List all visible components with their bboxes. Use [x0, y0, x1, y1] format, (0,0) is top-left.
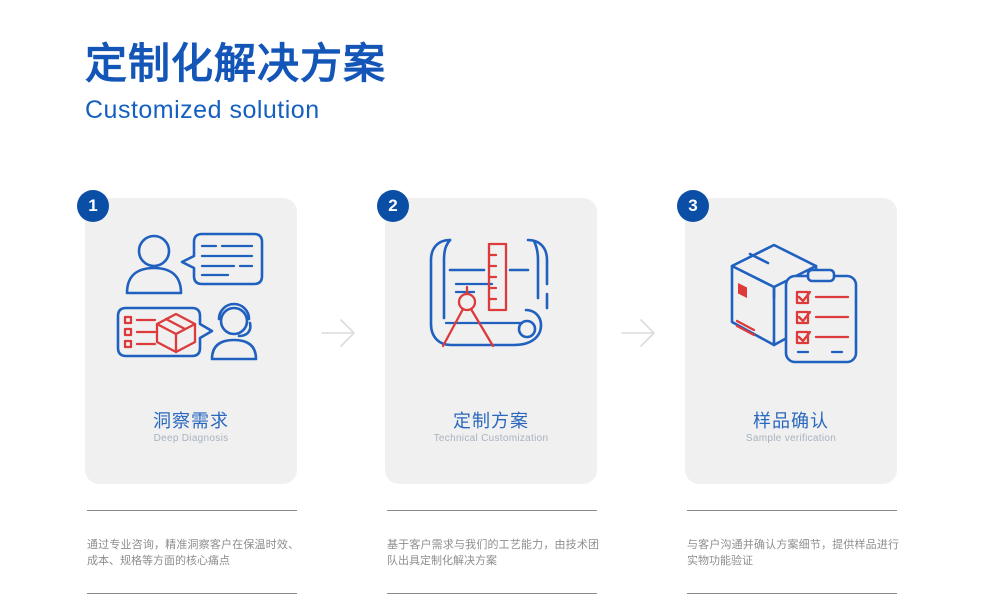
page-title: 定制化解决方案 — [85, 40, 387, 87]
divider-line — [687, 510, 897, 511]
step-subtitle-en: Sample verification — [745, 433, 837, 444]
step-column-1: 1 — [77, 0, 299, 613]
divider-line — [687, 593, 897, 594]
step-subtitle-en: Technical Customization — [433, 433, 549, 444]
package-checklist-icon — [710, 226, 872, 364]
arrow-right-icon — [320, 316, 360, 350]
divider-line — [387, 593, 597, 594]
header: 定制化解决方案 Customized solution — [85, 40, 386, 125]
step-title: 定制方案 — [453, 411, 529, 431]
divider-line — [387, 510, 597, 511]
step-number-badge: 3 — [677, 190, 709, 222]
step-number-badge: 1 — [77, 190, 109, 222]
step-description: 基于客户需求与我们的工艺能力，由技术团队出具定制化解决方案 — [387, 539, 599, 567]
step-card-3: 3 — [677, 190, 897, 484]
step-title: 洞察需求 — [153, 411, 229, 431]
step-column-3: 3 — [677, 0, 899, 613]
step-title: 样品确认 — [753, 411, 829, 431]
step-number-badge: 2 — [377, 190, 409, 222]
consultation-chat-icon — [110, 226, 272, 364]
step-number: 1 — [88, 196, 98, 215]
step-number: 3 — [688, 196, 698, 215]
step-card-1: 1 — [77, 190, 297, 484]
arrow-right-icon — [620, 316, 660, 350]
blueprint-compass-icon — [410, 226, 572, 364]
step-description: 通过专业咨询，精准洞察客户在保温时效、成本、规格等方面的核心痛点 — [87, 539, 299, 567]
step-card-2: 2 — [377, 190, 597, 484]
step-column-2: 2 — [377, 0, 599, 613]
page-subtitle: Customized solution — [85, 96, 320, 125]
step-number: 2 — [388, 196, 398, 215]
step-description: 与客户沟通并确认方案细节，提供样品进行实物功能验证 — [687, 539, 899, 567]
step-subtitle-en: Deep Diagnosis — [153, 433, 229, 444]
divider-line — [87, 510, 297, 511]
divider-line — [87, 593, 297, 594]
